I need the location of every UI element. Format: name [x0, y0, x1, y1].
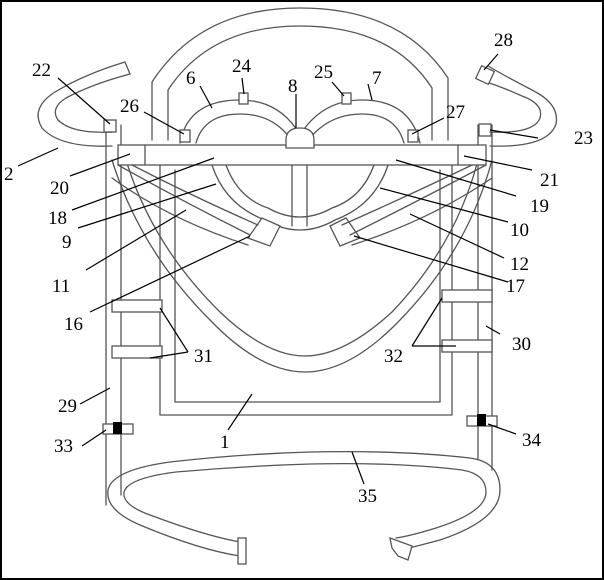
label-28: 28 — [494, 30, 513, 51]
body-panel — [159, 164, 453, 416]
label-16: 16 — [64, 314, 83, 335]
left-buckle-upper — [111, 299, 163, 313]
left-strap-end — [124, 61, 131, 75]
label-21: 21 — [540, 170, 559, 191]
right-cup-shell — [299, 99, 421, 144]
left-webbing-9b — [131, 164, 259, 226]
label-30: 30 — [512, 334, 531, 355]
label-12: 12 — [510, 254, 529, 275]
label-34: 34 — [522, 430, 542, 451]
leader-lines — [17, 53, 539, 485]
left-buckle-lower — [111, 345, 163, 359]
left-webbing-9 — [117, 164, 251, 236]
label-22: 22 — [32, 60, 51, 81]
center-knob — [285, 127, 315, 149]
waist-strap-inner — [123, 462, 487, 543]
label-17: 17 — [506, 276, 525, 297]
right-buckle-upper — [441, 289, 493, 303]
clip-25 — [341, 92, 352, 105]
label-33: 33 — [54, 436, 73, 457]
left-webbing-11 — [111, 177, 249, 246]
right-rail-cap — [478, 123, 492, 137]
label-2: 2 — [4, 164, 14, 185]
inner-harness-outline — [211, 164, 389, 231]
clip-27 — [407, 129, 419, 143]
right-shoulder-strap-inner — [479, 79, 542, 133]
head-loop-inner — [167, 25, 433, 141]
right-strap-buckle — [474, 64, 496, 86]
left-adjuster-mark — [113, 422, 122, 434]
body-panel-inner — [174, 169, 441, 403]
label-10: 10 — [510, 220, 529, 241]
label-7: 7 — [372, 68, 382, 89]
label-1: 1 — [220, 432, 230, 453]
head-loop — [151, 7, 449, 141]
label-27: 27 — [446, 102, 465, 123]
label-26: 26 — [120, 96, 139, 117]
right-webbing-12 — [351, 177, 493, 246]
clip-26 — [179, 129, 191, 143]
clip-24 — [238, 92, 249, 105]
label-29: 29 — [58, 396, 77, 417]
label-6: 6 — [186, 68, 196, 89]
label-9: 9 — [62, 232, 72, 253]
left-shoulder-strap — [37, 61, 126, 147]
right-webbing-10 — [349, 164, 487, 236]
right-shoulder-strap — [487, 65, 558, 147]
waist-strap-end-left — [237, 537, 247, 565]
label-8: 8 — [288, 76, 298, 97]
label-23: 23 — [574, 128, 593, 149]
left-cup-shell-inner — [195, 113, 291, 144]
label-19: 19 — [530, 196, 549, 217]
left-shoulder-strap-inner — [54, 73, 131, 133]
label-18: 18 — [48, 208, 67, 229]
waist-strap-buckle-right — [389, 536, 413, 561]
label-31: 31 — [194, 346, 213, 367]
label-25: 25 — [314, 62, 333, 83]
label-20: 20 — [50, 178, 69, 199]
label-11: 11 — [52, 276, 70, 297]
label-32: 32 — [384, 346, 403, 367]
label-24: 24 — [232, 56, 252, 77]
left-rail-cap — [103, 119, 117, 133]
lower-u-loop-inner — [125, 159, 479, 357]
label-35: 35 — [358, 486, 377, 507]
right-adjuster-mark — [477, 414, 486, 426]
reference-labels: 1 2 6 7 8 9 10 11 12 16 17 18 19 20 21 2… — [4, 30, 593, 507]
inner-harness-inner — [225, 164, 375, 218]
right-cup-shell-inner — [309, 113, 405, 144]
waist-strap — [107, 450, 501, 557]
